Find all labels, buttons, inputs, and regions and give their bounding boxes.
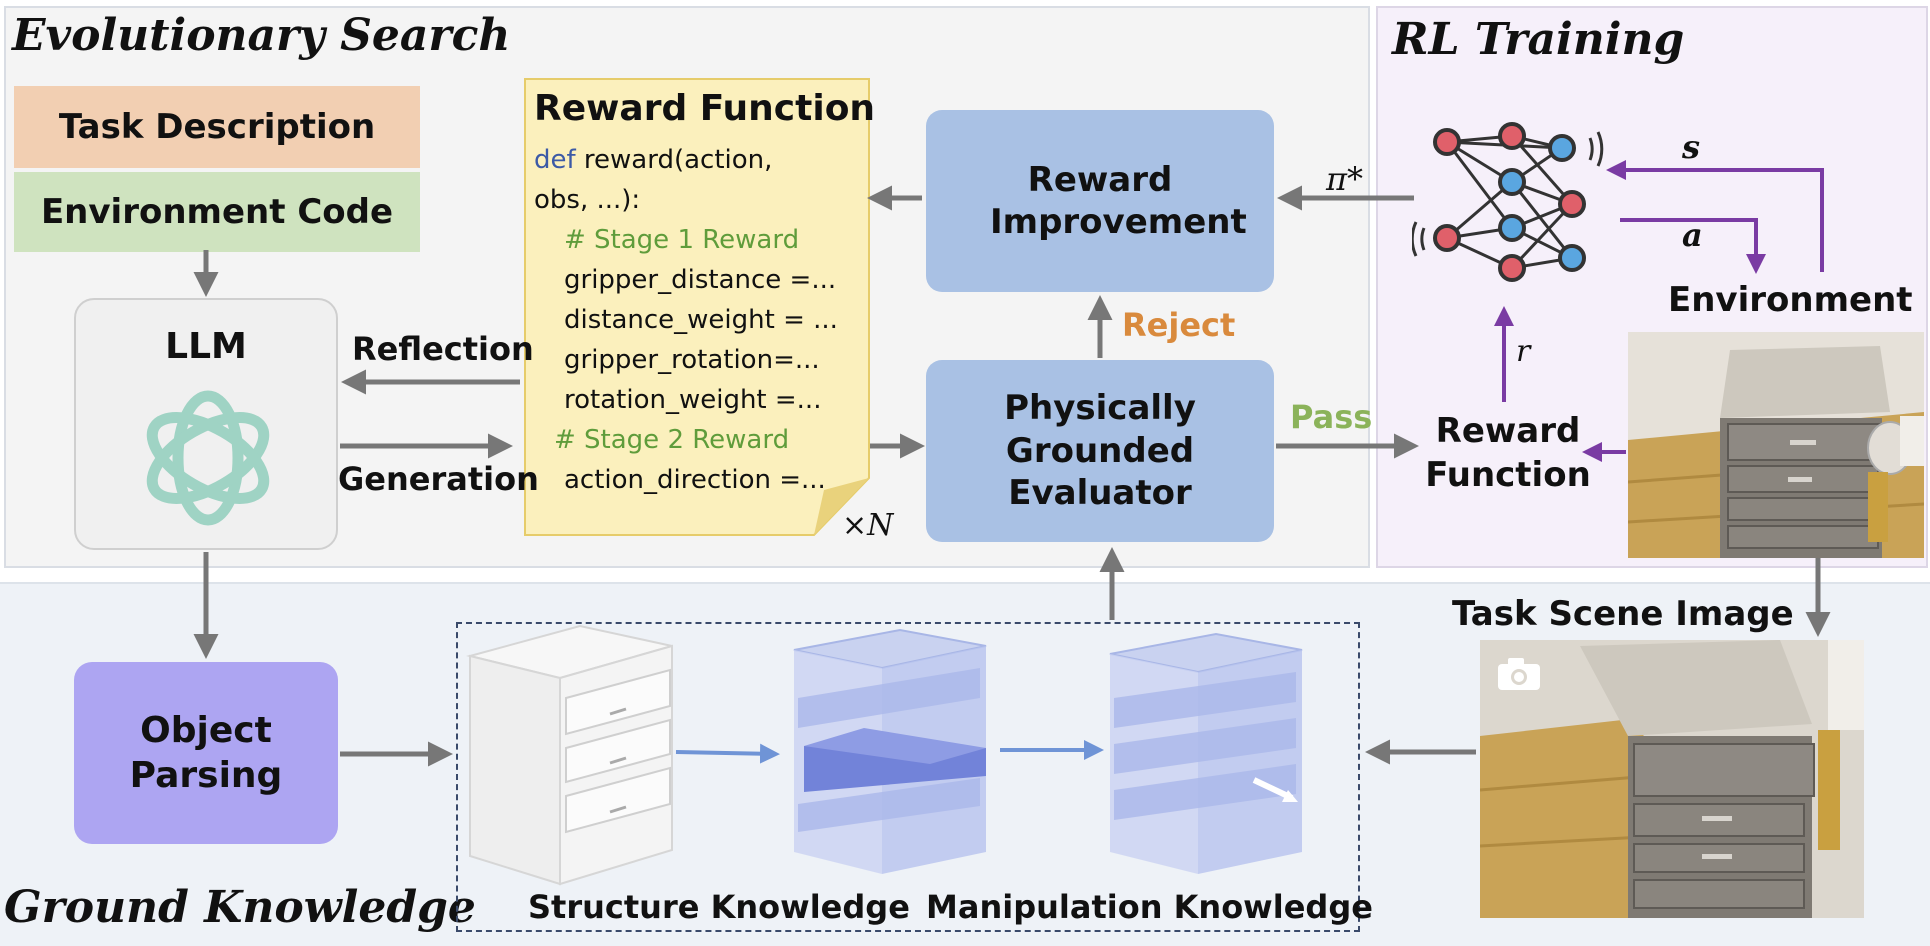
object-parsing-box: Object Parsing <box>74 662 338 844</box>
manipulation-knowledge-label: Manipulation Knowledge <box>926 888 1373 926</box>
physically-grounded-evaluator-box: Physically Grounded Evaluator <box>926 360 1274 542</box>
reward-r-label: r <box>1516 334 1531 369</box>
rl-training-title: RL Training <box>1392 14 1685 65</box>
reward-card-title: Reward Function <box>534 88 876 129</box>
code-line-2: obs, ...): <box>534 185 641 215</box>
code-line-6: gripper_rotation=... <box>564 345 820 375</box>
code-line-3: # Stage 1 Reward <box>564 225 800 255</box>
ground-knowledge-title: Ground Knowledge <box>4 882 476 933</box>
pi-star-label: π* <box>1326 160 1364 198</box>
neural-network-icon <box>1412 122 1604 282</box>
reflection-label: Reflection <box>352 330 534 368</box>
environment-code-box: Environment Code <box>14 172 420 252</box>
task-scene-image <box>1480 640 1864 918</box>
action-a-label: a <box>1682 216 1703 254</box>
code-line-7: rotation_weight =... <box>564 385 822 415</box>
rl-reward-function-label: Reward Function <box>1425 410 1591 495</box>
code-line-8: # Stage 2 Reward <box>554 425 790 455</box>
openai-logo-icon <box>146 390 270 526</box>
reward-card-shape <box>524 78 870 536</box>
structure-knowledge-model-image <box>793 628 987 874</box>
code-line-1: def reward(action, <box>534 145 773 175</box>
reward-function-card: Reward Function def reward(action, obs, … <box>524 78 875 536</box>
knowledge-dashed-frame <box>456 622 1360 932</box>
structure-knowledge-label: Structure Knowledge <box>528 888 910 926</box>
task-description-box: Task Description <box>14 86 420 168</box>
times-n-label: ×N <box>842 508 894 543</box>
code-line-4: gripper_distance =... <box>564 265 837 295</box>
llm-box: LLM <box>74 298 338 550</box>
reward-improvement-box: Reward Improvement <box>926 110 1274 292</box>
llm-label: LLM <box>165 326 247 367</box>
state-s-label: s <box>1682 128 1701 166</box>
code-line-9: action_direction =... <box>564 465 826 495</box>
cabinet-model-image <box>466 624 673 886</box>
pass-label: Pass <box>1290 398 1373 436</box>
evolutionary-search-title: Evolutionary Search <box>12 10 511 61</box>
reject-label: Reject <box>1122 306 1236 344</box>
environment-label: Environment <box>1668 280 1913 320</box>
task-scene-image-label: Task Scene Image <box>1452 594 1794 634</box>
code-line-5: distance_weight = ... <box>564 305 838 335</box>
manipulation-knowledge-model-image <box>1109 632 1303 874</box>
generation-label: Generation <box>338 460 539 498</box>
environment-render-image <box>1628 332 1924 558</box>
camera-icon <box>1498 658 1540 690</box>
